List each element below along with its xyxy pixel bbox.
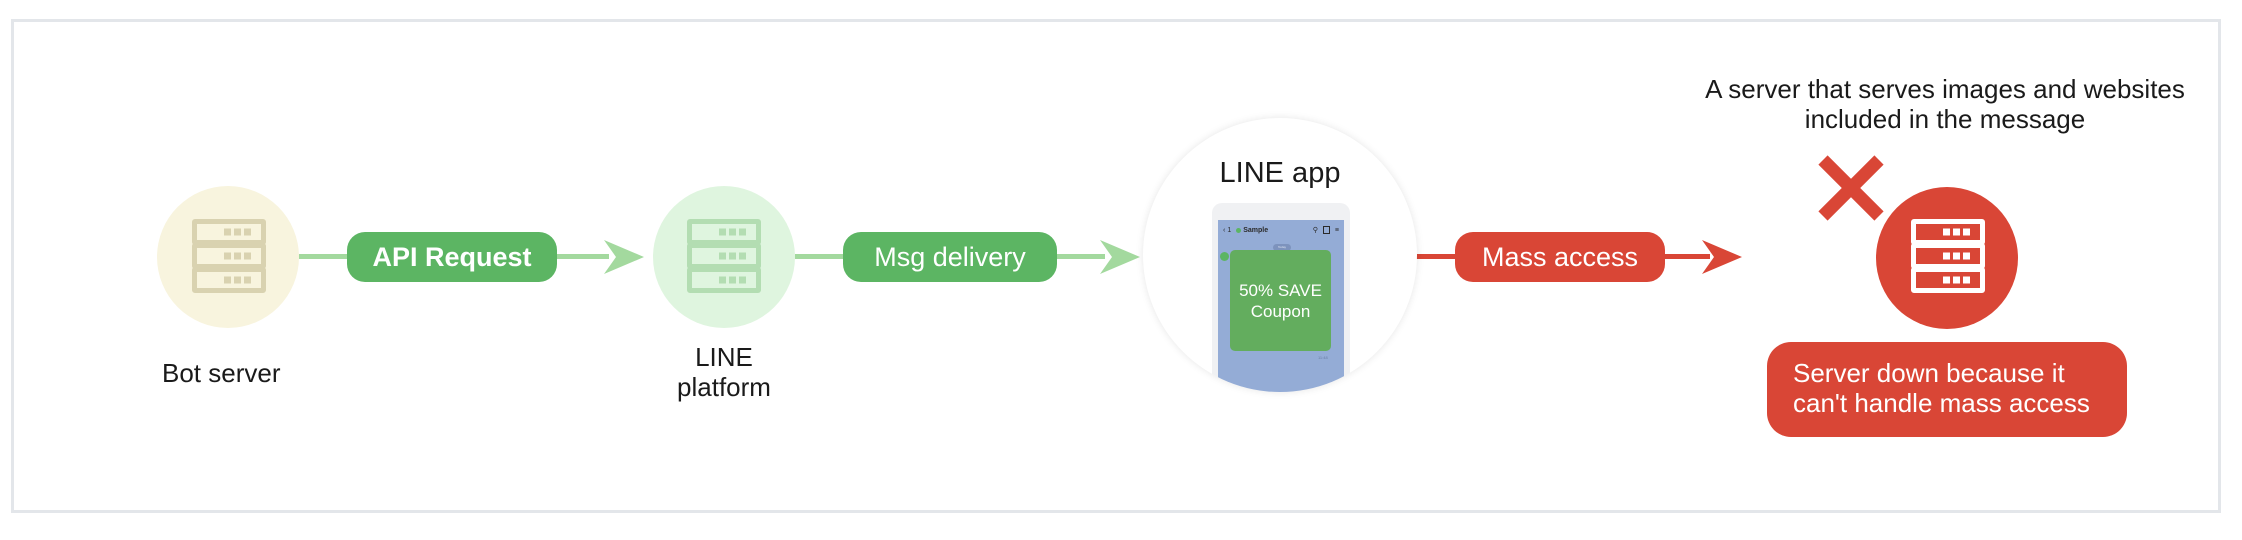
avatar [1220, 252, 1229, 261]
line-app-node: LINE app ‹ 1 Sample ⚲ ≡ Today 50% SAVE C… [1143, 118, 1417, 392]
caption-line2: included in the message [1804, 104, 2086, 134]
phone-screen: ‹ 1 Sample ⚲ ≡ Today 50% SAVE Coupon 11:… [1218, 220, 1344, 392]
back-chevron-icon: ‹ [1223, 226, 1226, 234]
bot-server-label: Bot server [162, 358, 281, 388]
line-platform-label: LINE platform [644, 342, 804, 402]
server-down-line1: Server down because it [1793, 358, 2065, 388]
coupon-line2: Coupon [1250, 301, 1311, 321]
server-down-callout: Server down because it can't handle mass… [1767, 342, 2127, 437]
caption-line1: A server that serves images and websites [1705, 74, 2185, 104]
line-app-label: LINE app [1219, 157, 1341, 189]
message-timestamp: 11:48 [1318, 355, 1328, 360]
note-icon [1322, 226, 1330, 234]
chat-name: Sample [1243, 226, 1269, 234]
server-icon [192, 219, 266, 293]
coupon-line1: 50% SAVE [1239, 280, 1322, 300]
mass-access-label: Mass access [1455, 232, 1665, 282]
arrow-head-icon [1100, 240, 1140, 274]
x-mark-icon [1818, 155, 1884, 221]
server-down-line2: can't handle mass access [1793, 388, 2090, 418]
arrow-head-icon [1702, 240, 1742, 274]
date-badge: Today [1273, 244, 1291, 251]
server-icon [1911, 219, 1985, 293]
arrow-head-icon [604, 240, 644, 274]
msg-delivery-label: Msg delivery [843, 232, 1057, 282]
coupon-message-bubble: 50% SAVE Coupon [1230, 250, 1331, 351]
online-dot-icon [1236, 227, 1242, 233]
phone-mockup: ‹ 1 Sample ⚲ ≡ Today 50% SAVE Coupon 11:… [1212, 203, 1350, 392]
api-request-label: API Request [347, 232, 557, 282]
chat-header: ‹ 1 Sample ⚲ ≡ [1218, 220, 1344, 240]
search-icon: ⚲ [1312, 227, 1318, 234]
server-icon [687, 219, 761, 293]
content-server-caption: A server that serves images and websites… [1660, 74, 2230, 134]
line-platform-label-line2: platform [677, 372, 771, 402]
menu-icon: ≡ [1334, 226, 1339, 234]
back-count: 1 [1227, 226, 1232, 234]
line-platform-label-line1: LINE [695, 342, 753, 372]
